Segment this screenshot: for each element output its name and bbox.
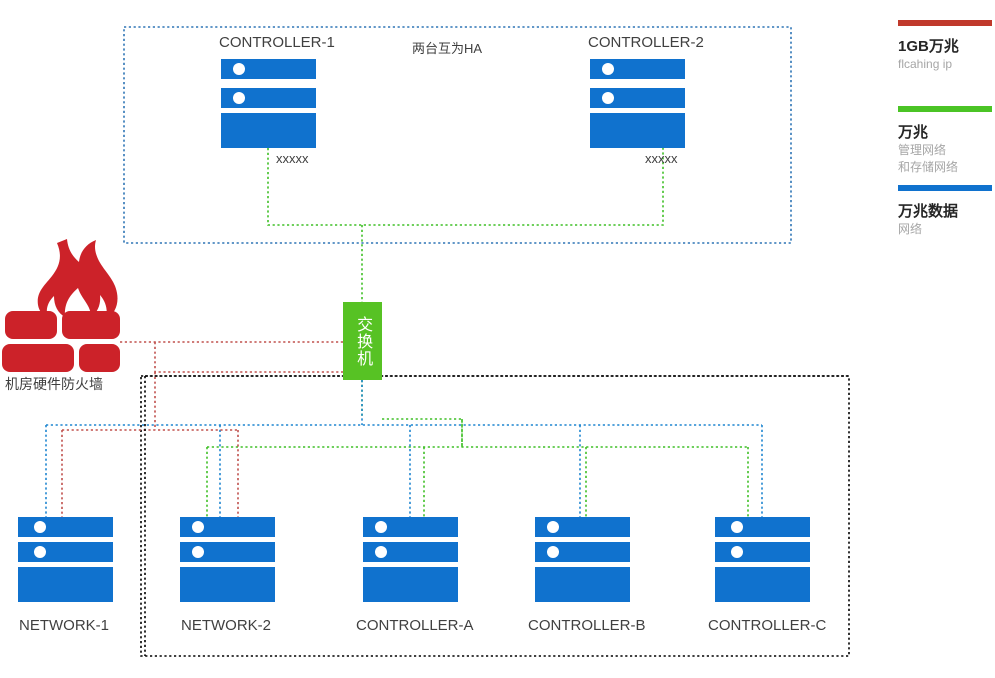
legend-color-bar-2 (898, 106, 992, 112)
link-red (61, 341, 343, 517)
ha-note-label: 两台互为HA (412, 41, 483, 56)
bottom-group-boundary (140, 375, 850, 657)
firewall-label: 机房硬件防火墙 (5, 376, 103, 392)
legend-sub-1-0: flcahing ip (898, 57, 953, 71)
legend-item-1: 1GB万兆 flcahing ip (898, 20, 992, 73)
legend-item-2: 万兆 管理网络 和存储网络 (898, 106, 992, 177)
node-label-controller-c: CONTROLLER-C (708, 617, 827, 634)
top-group-boundary (123, 26, 792, 244)
legend-color-bar-1 (898, 20, 992, 26)
switch-node[interactable]: 交换机 (343, 302, 382, 380)
server-controller-2[interactable] (590, 59, 685, 148)
legend-sub-2-1: 和存储网络 (898, 160, 959, 175)
legend-sub-3-0: 网络 (898, 222, 923, 236)
link-green-switch-down (361, 380, 463, 447)
legend-title-2: 万兆 (898, 124, 929, 141)
link-green-bottom-bus (206, 419, 749, 517)
node-label-controller-1: CONTROLLER-1 (219, 34, 335, 51)
server-controller-1[interactable] (221, 59, 316, 148)
port-label-controller-1: xxxxx (276, 151, 309, 166)
legend-color-bar-3 (898, 185, 992, 191)
server-controller-c[interactable] (715, 517, 810, 602)
legend-item-3: 万兆数据 网络 (898, 185, 992, 238)
node-label-controller-2: CONTROLLER-2 (588, 34, 704, 51)
server-controller-b[interactable] (535, 517, 630, 602)
server-network-1[interactable] (18, 517, 113, 602)
server-controller-a[interactable] (363, 517, 458, 602)
firewall-icon (2, 239, 120, 372)
node-label-controller-a: CONTROLLER-A (356, 617, 474, 634)
link-blue (45, 380, 763, 517)
port-label-controller-2: xxxxx (645, 151, 678, 166)
legend-title-3: 万兆数据 (898, 203, 959, 220)
link-green-top (267, 148, 664, 302)
node-label-network-1: NETWORK-1 (19, 617, 109, 634)
server-network-2[interactable] (180, 517, 275, 602)
node-label-controller-b: CONTROLLER-B (528, 617, 646, 634)
legend-sub-2-0: 管理网络 (898, 143, 947, 157)
legend-title-1: 1GB万兆 (898, 38, 959, 55)
link-black (144, 375, 849, 656)
node-label-network-2: NETWORK-2 (181, 617, 271, 634)
